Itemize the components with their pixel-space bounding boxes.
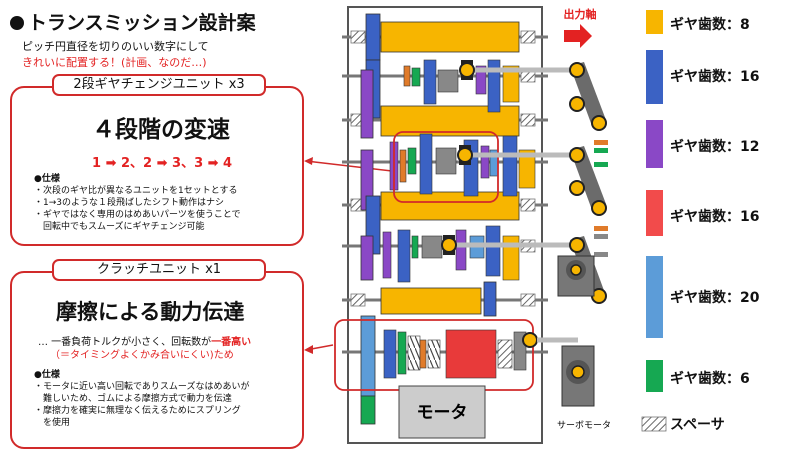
spacers <box>350 30 536 307</box>
legend-swatch-gear-16-red <box>646 190 663 236</box>
legend-swatch-gear-8 <box>646 10 663 34</box>
legend-swatch-gear-20 <box>646 256 663 338</box>
callout-arrow <box>304 344 334 354</box>
gear-spec-line: ・次段のギヤ比が異なるユニットを1セットとする <box>34 186 238 196</box>
intro-line-1: ピッチ円直径を切りのいい数字にして <box>22 40 209 53</box>
legend-label: スペーサ <box>670 417 725 433</box>
intro-line-2: きれいに配置する！(計画、なのだ…) <box>22 56 207 69</box>
output-shaft-arrow <box>564 24 592 48</box>
gear-unit-highlight <box>393 131 499 203</box>
motor-body <box>398 385 486 439</box>
page-title-text: トランスミッション設計案 <box>28 12 256 34</box>
gear-spec-heading: ●仕様 <box>34 174 60 184</box>
legend-label: ギヤ歯数：12 <box>670 139 760 155</box>
legend-label: ギヤ歯数：8 <box>670 17 750 33</box>
servo-motor-lower <box>561 345 595 407</box>
gear-spec-line: ・ギヤではなく専用のはめあいパーツを使うことで <box>34 210 241 220</box>
legend-swatch-gear-16-blue <box>646 50 663 104</box>
clutch-spec-line: 難しいため、ゴムによる摩擦方式で動力を伝達 <box>34 394 232 404</box>
bullet-dot <box>10 16 24 30</box>
gear-spec-line: ・1→3のような１段飛ばしたシフト動作はナシ <box>34 198 224 208</box>
output-shaft-label: 出力軸 <box>564 7 597 21</box>
legend-label: ギヤ歯数：6 <box>670 371 750 387</box>
shift-forks <box>441 60 578 348</box>
clutch-note-line-1: … 一番負荷トルクが小さく、回転数が一番高い <box>38 337 251 349</box>
shift-linkages <box>569 62 608 304</box>
gear-unit-row-1 <box>403 59 520 113</box>
clutch-assembly <box>383 329 527 379</box>
page-title: トランスミッション設計案 <box>10 8 256 35</box>
motor-label: モータ <box>417 403 468 423</box>
legend-label: ギヤ歯数：20 <box>670 290 760 306</box>
clutch-unit-tab: クラッチユニット x1 <box>52 259 266 281</box>
housing-frame <box>347 6 543 444</box>
clutch-note-prefix: … 一番負荷トルクが小さく、回転数が <box>38 337 212 348</box>
clutch-spec-line: ・摩擦力を確実に無理なく伝えるためにスプリング <box>34 406 241 416</box>
gear-unit-tab: 2段ギヤチェンジユニット x3 <box>52 74 266 96</box>
legend-swatch-gear-6 <box>646 360 663 392</box>
gear-unit-box <box>10 86 304 246</box>
clutch-note-line-2: （＝タイミングよくかみ合いにくい)ため <box>50 350 234 361</box>
servo-motor-upper <box>557 255 595 297</box>
legend-swatch-spacer <box>641 416 667 432</box>
clutch-unit-box <box>10 271 304 449</box>
legend-label: ギヤ歯数：16 <box>670 209 760 225</box>
clutch-spec-line: ・モータに近い高い回転でありスムーズなはめあいが <box>34 382 250 392</box>
legend-swatch-gear-12 <box>646 120 663 168</box>
gear-sequence: 1 ➡ 2、2 ➡ 3、3 ➡ 4 <box>92 156 233 171</box>
clutch-note-highlight: 一番高い <box>211 337 252 348</box>
clutch-spec-heading: ●仕様 <box>34 370 60 380</box>
legend-label: ギヤ歯数：16 <box>670 69 760 85</box>
gear-spec-line: 回転中でもスムーズにギヤチェンジ可能 <box>34 222 205 232</box>
gear-unit-headline: ４段階の変速 <box>92 117 230 143</box>
clutch-spec-line: を使用 <box>34 418 71 428</box>
servo-motor-label: サーボモータ <box>557 420 611 431</box>
clutch-unit-headline: 摩擦による動力伝達 <box>56 300 245 324</box>
